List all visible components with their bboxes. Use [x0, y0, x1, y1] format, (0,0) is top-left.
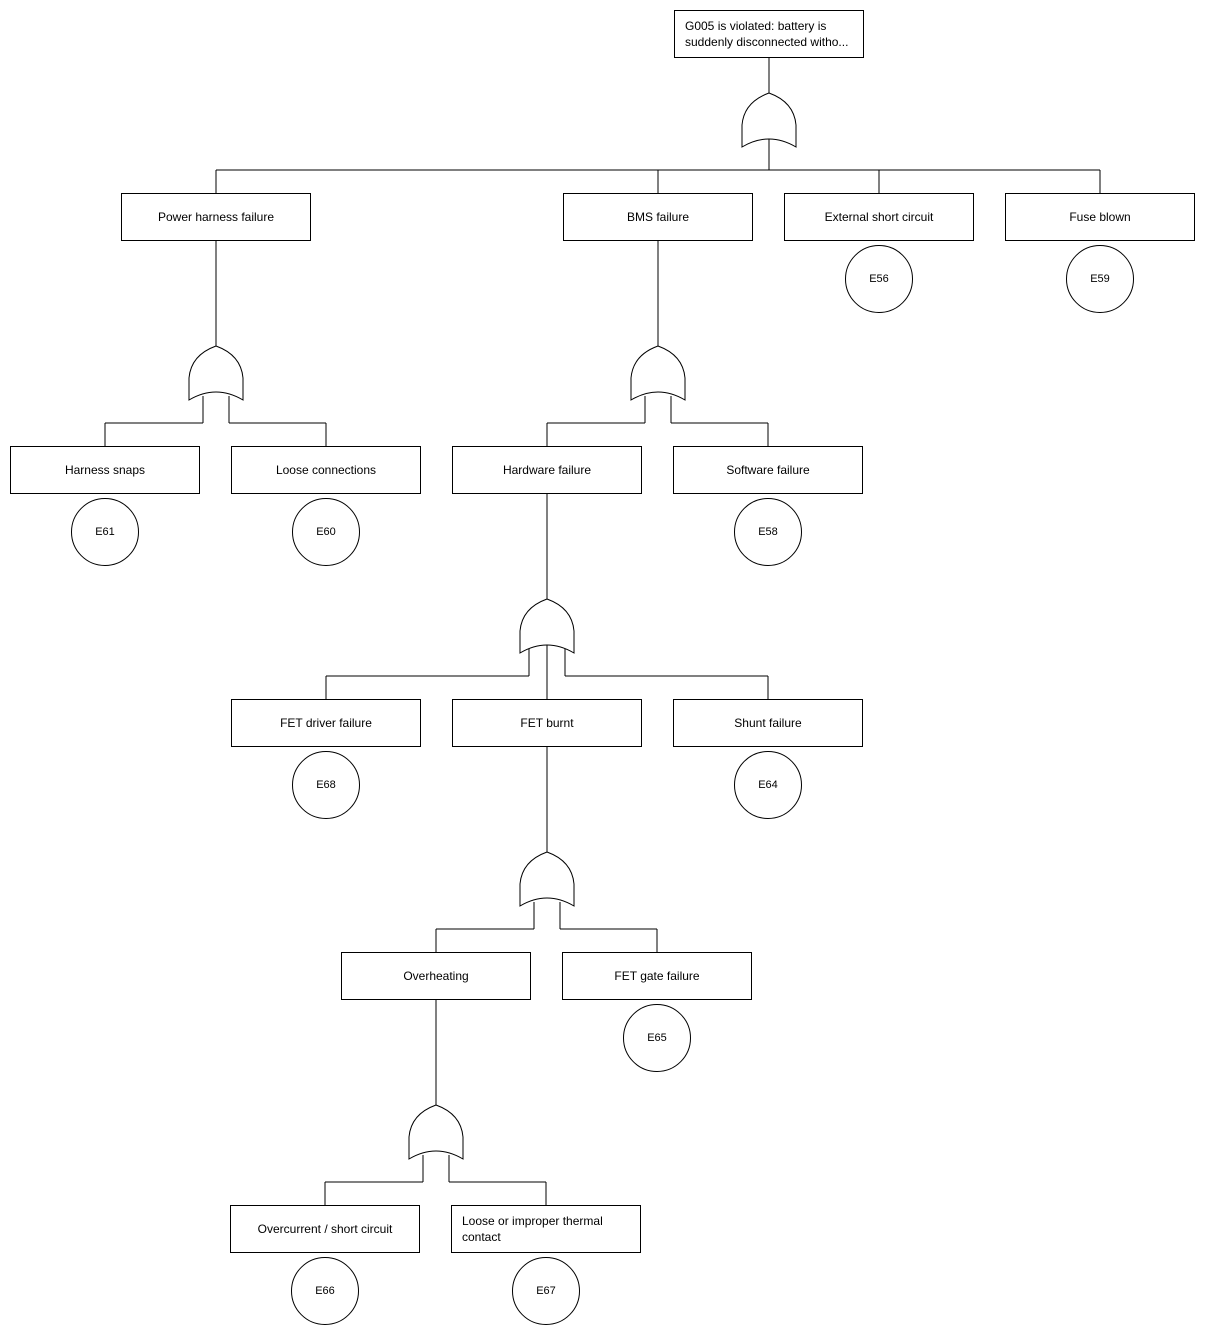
event-label: G005 is violated: battery is suddenly di… [685, 19, 849, 49]
event-box-overcur[interactable]: Overcurrent / short circuit [230, 1205, 420, 1253]
event-label: Shunt failure [734, 716, 802, 730]
event-label: Loose or improper thermal contact [462, 1214, 603, 1244]
event-box-snaps[interactable]: Harness snaps [10, 446, 200, 494]
or-gate-icon [408, 1104, 464, 1160]
event-label: Fuse blown [1069, 210, 1131, 224]
event-label: Harness snaps [64, 463, 146, 477]
basic-event-circle[interactable]: E65 [623, 1004, 691, 1072]
or-gate-icon [741, 92, 797, 148]
event-box-thermal[interactable]: Loose or improper thermal contact [451, 1205, 641, 1253]
event-label: Overheating [403, 969, 469, 983]
event-box-fuse[interactable]: Fuse blown [1005, 193, 1195, 241]
event-box-power[interactable]: Power harness failure [121, 193, 311, 241]
event-box-fetburnt[interactable]: FET burnt [452, 699, 642, 747]
event-box-sw[interactable]: Software failure [673, 446, 863, 494]
event-label: External short circuit [824, 210, 934, 224]
basic-event-circle[interactable]: E60 [292, 498, 360, 566]
basic-event-circle[interactable]: E67 [512, 1257, 580, 1325]
event-label: Software failure [726, 463, 810, 477]
event-box-loosec[interactable]: Loose connections [231, 446, 421, 494]
or-gate-icon [188, 345, 244, 401]
event-box-ext[interactable]: External short circuit [784, 193, 974, 241]
event-box-bms[interactable]: BMS failure [563, 193, 753, 241]
basic-event-circle[interactable]: E58 [734, 498, 802, 566]
event-box-shunt[interactable]: Shunt failure [673, 699, 863, 747]
basic-event-circle[interactable]: E66 [291, 1257, 359, 1325]
event-label: FET burnt [520, 716, 574, 730]
event-label: FET driver failure [280, 716, 372, 730]
or-gate-icon [519, 598, 575, 654]
event-label: BMS failure [626, 210, 690, 224]
event-label: Overcurrent / short circuit [257, 1222, 393, 1236]
event-box-fetdrv[interactable]: FET driver failure [231, 699, 421, 747]
basic-event-circle[interactable]: E56 [845, 245, 913, 313]
or-gate-icon [630, 345, 686, 401]
event-box-top[interactable]: G005 is violated: battery is suddenly di… [674, 10, 864, 58]
event-label: FET gate failure [614, 969, 700, 983]
basic-event-circle[interactable]: E59 [1066, 245, 1134, 313]
event-box-overheat[interactable]: Overheating [341, 952, 531, 1000]
event-box-hw[interactable]: Hardware failure [452, 446, 642, 494]
basic-event-circle[interactable]: E61 [71, 498, 139, 566]
event-box-fetgate[interactable]: FET gate failure [562, 952, 752, 1000]
event-label: Power harness failure [157, 210, 275, 224]
or-gate-icon [519, 851, 575, 907]
event-label: Loose connections [275, 463, 377, 477]
basic-event-circle[interactable]: E64 [734, 751, 802, 819]
event-label: Hardware failure [502, 463, 592, 477]
basic-event-circle[interactable]: E68 [292, 751, 360, 819]
